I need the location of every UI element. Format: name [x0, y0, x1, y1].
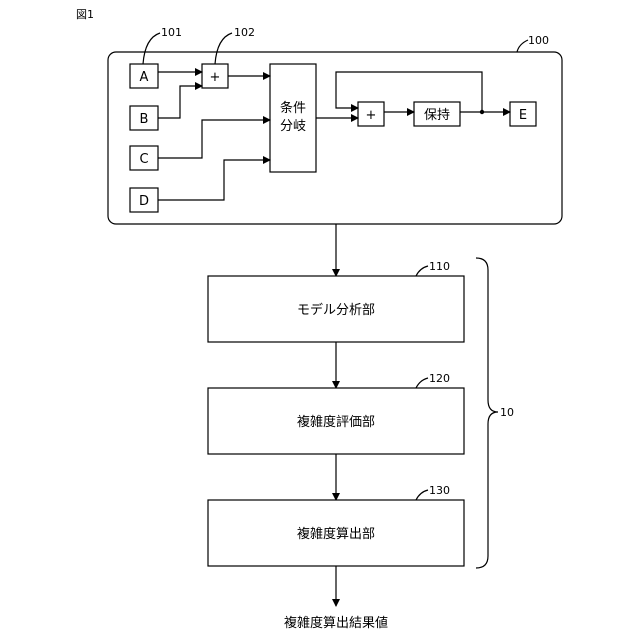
system-bracket: [476, 258, 498, 568]
block2-ref-leader: [416, 378, 428, 388]
branch-box: [270, 64, 316, 172]
figure-label: 図1: [76, 8, 94, 21]
input-d-label: D: [139, 194, 149, 209]
output-e-label: E: [519, 108, 527, 123]
block-model-analysis-label: モデル分析部: [297, 302, 375, 318]
adder-top-symbol: +: [210, 70, 221, 85]
input-a-ref: 101: [161, 26, 182, 39]
block1-ref-leader: [416, 266, 428, 276]
input-b-label: B: [140, 112, 149, 127]
branch-label-line2: 分岐: [280, 119, 306, 134]
block1-ref: 110: [429, 260, 450, 273]
model-frame: [108, 52, 562, 224]
block2-ref: 120: [429, 372, 450, 385]
block-complexity-eval-label: 複雑度評価部: [297, 414, 375, 430]
input-a-label: A: [140, 70, 149, 85]
hold-label: 保持: [424, 108, 450, 123]
model-ref-leader: [517, 40, 528, 52]
block3-ref: 130: [429, 484, 450, 497]
system-ref: 10: [500, 406, 514, 419]
branch-label-line1: 条件: [280, 100, 306, 116]
block-complexity-calc-label: 複雑度算出部: [297, 526, 375, 542]
model-ref: 100: [528, 34, 549, 47]
adder-top-ref: 102: [234, 26, 255, 39]
adder-right-symbol: +: [366, 108, 377, 123]
result-label: 複雑度算出結果値: [284, 615, 388, 631]
input-c-label: C: [139, 152, 148, 167]
block3-ref-leader: [416, 490, 428, 500]
